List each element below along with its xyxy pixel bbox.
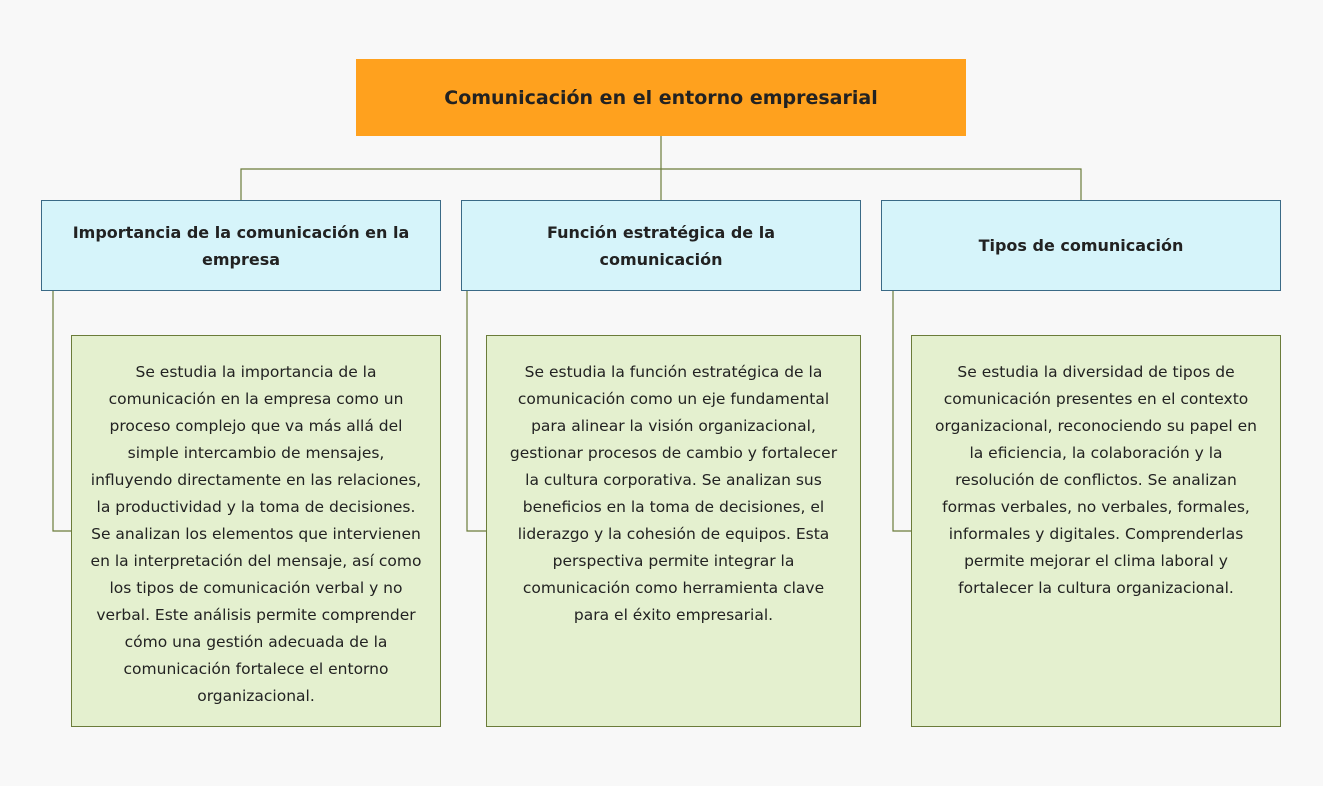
root-node-title: Comunicación en el entorno empresarial [444, 86, 878, 109]
detail-node-text: Se estudia la diversidad de tipos de com… [935, 363, 1257, 597]
branch-node-title: Tipos de comunicación [978, 236, 1184, 255]
detail-node-types[interactable]: Se estudia la diversidad de tipos de com… [911, 335, 1281, 727]
detail-connector-3 [892, 291, 912, 532]
root-node[interactable]: Comunicación en el entorno empresarial [356, 59, 966, 136]
detail-connector-2 [466, 291, 486, 532]
branch-node-title: Importancia de la comunicación en la emp… [72, 222, 410, 269]
detail-node-strategic-function[interactable]: Se estudia la función estratégica de la … [486, 335, 861, 727]
detail-node-text: Se estudia la importancia de la comunica… [90, 363, 422, 705]
detail-connector-1 [52, 291, 71, 532]
branch-bus-connector [240, 168, 1082, 200]
branch-node-strategic-function[interactable]: Función estratégica de la comunicación [461, 200, 861, 291]
detail-node-importance[interactable]: Se estudia la importancia de la comunica… [71, 335, 441, 727]
branch-node-title: Función estratégica de la comunicación [547, 222, 775, 269]
branch-node-types[interactable]: Tipos de comunicación [881, 200, 1281, 291]
detail-node-text: Se estudia la función estratégica de la … [509, 363, 838, 624]
branch-node-importance[interactable]: Importancia de la comunicación en la emp… [41, 200, 441, 291]
